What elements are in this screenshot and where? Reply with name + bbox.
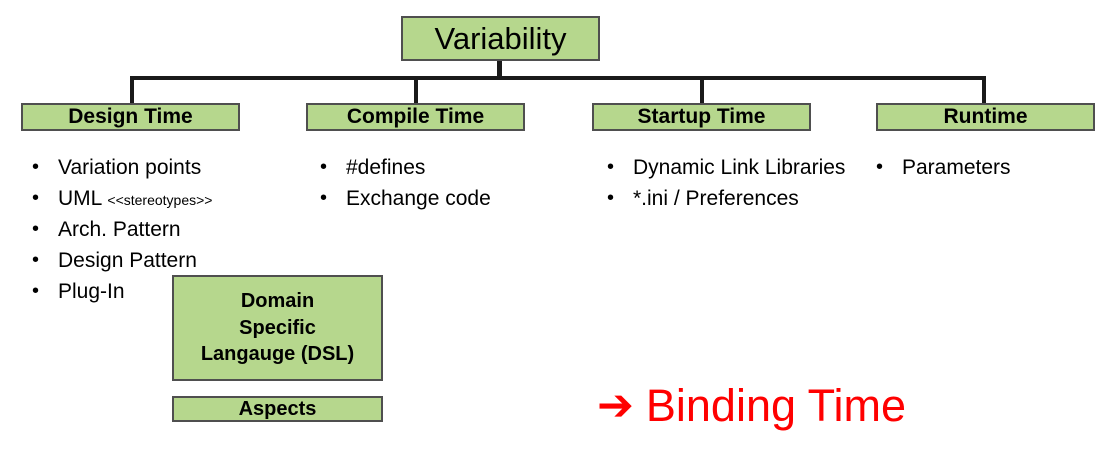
bullet-list-compile-time: • #defines • Exchange code [320, 154, 560, 216]
dsl-line-2: Specific [239, 316, 316, 339]
list-item-label: Dynamic Link Libraries [633, 156, 846, 179]
arrow-right-icon: ➔ [597, 379, 634, 431]
bullet-marker-icon: • [320, 186, 328, 209]
bullet-marker-icon: • [32, 217, 40, 240]
node-design-time: Design Time [21, 103, 240, 131]
aspects-label: Aspects [238, 397, 317, 420]
list-item-label: #defines [346, 156, 426, 179]
list-item-main: UML [58, 186, 108, 210]
bullet-list-runtime: • Parameters [876, 154, 1096, 185]
list-item-label: Design Pattern [58, 248, 197, 272]
bullet-marker-icon: • [32, 156, 40, 178]
list-item-label: Exchange code [346, 186, 491, 210]
list-item: • Design Pattern [32, 247, 290, 276]
node-startup-time: Startup Time [592, 103, 811, 131]
node-design-time-label: Design Time [68, 105, 193, 128]
bullet-list-startup-time: • Dynamic Link Libraries • *.ini / Prefe… [607, 154, 855, 216]
list-item: • Plug-In [32, 278, 290, 307]
bullet-marker-icon: • [607, 186, 615, 209]
list-item: • Arch. Pattern [32, 216, 290, 245]
bullet-marker-icon: • [320, 156, 328, 178]
dsl-line-3: Langauge (DSL) [200, 343, 355, 366]
node-compile-time-label: Compile Time [346, 105, 485, 128]
list-item-label: Plug-In [58, 279, 125, 303]
node-runtime: Runtime [876, 103, 1095, 131]
list-item: • *.ini / Preferences [607, 185, 855, 214]
connector-drop-startup-time [700, 76, 704, 104]
bullet-marker-icon: • [32, 248, 40, 271]
connector-drop-runtime [982, 76, 986, 104]
connector-root-stem [497, 61, 502, 79]
connector-drop-compile-time [414, 76, 418, 104]
node-aspects: Aspects [172, 396, 383, 422]
dsl-line-1: Domain [240, 290, 315, 313]
list-item: • #defines [320, 154, 560, 183]
connector-horizontal-bus [130, 76, 986, 80]
bullet-marker-icon: • [876, 156, 884, 178]
bullet-marker-icon: • [32, 186, 40, 209]
list-item: • UML <<stereotypes>> [32, 185, 290, 214]
binding-time-callout: ➔ Binding Time [597, 383, 906, 428]
binding-time-label: Binding Time [645, 380, 907, 431]
list-item: • Dynamic Link Libraries [607, 154, 855, 183]
node-domain-specific-language: Domain Specific Langauge (DSL) [172, 275, 383, 381]
node-startup-time-label: Startup Time [637, 105, 766, 128]
bullet-marker-icon: • [32, 279, 40, 302]
connector-drop-design-time [130, 76, 134, 104]
list-item-stereotype: <<stereotypes>> [107, 191, 213, 208]
bullet-list-design-time: • Variation points • UML <<stereotypes>>… [32, 154, 290, 309]
list-item: • Exchange code [320, 185, 560, 214]
list-item-label: UML <<stereotypes>> [58, 185, 290, 214]
node-variability-label: Variability [434, 20, 567, 56]
node-variability: Variability [401, 16, 600, 61]
list-item-label: Parameters [902, 156, 1011, 179]
list-item-label: Arch. Pattern [58, 217, 181, 241]
node-runtime-label: Runtime [943, 105, 1028, 128]
node-compile-time: Compile Time [306, 103, 525, 131]
list-item-label: Variation points [58, 156, 202, 179]
list-item-label: *.ini / Preferences [633, 186, 799, 210]
bullet-marker-icon: • [607, 156, 615, 178]
list-item: • Parameters [876, 154, 1096, 183]
list-item: • Variation points [32, 154, 290, 183]
